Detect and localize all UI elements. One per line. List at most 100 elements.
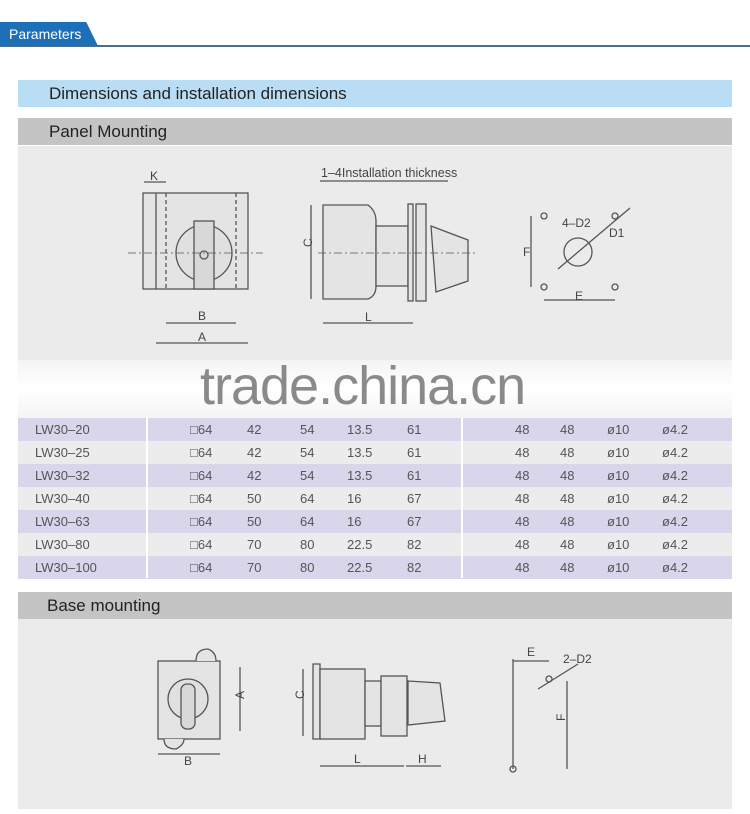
table-row: LW30–100 □64 70 80 22.5 82 48 48 ø10 ø4.2 [18,556,732,579]
value-cell: 61 [407,468,422,483]
value-cell: ø10 [607,491,630,506]
model-cell: LW30–100 [35,560,97,575]
value-cell: 82 [407,560,422,575]
value-cell: 54 [300,445,315,460]
dim-label-l: L [354,752,361,766]
column-separator [146,418,148,578]
dim-label-h: H [418,752,427,766]
dim-label-f: F [554,714,568,721]
dim-label-e: E [527,645,535,659]
value-cell: □64 [190,537,213,552]
value-cell: 80 [300,537,315,552]
value-cell: 64 [300,491,315,506]
value-cell: ø4.2 [662,514,689,529]
value-cell: ø4.2 [662,468,689,483]
value-cell: 48 [515,514,530,529]
value-cell: 48 [515,560,530,575]
value-cell: 64 [300,514,315,529]
value-cell: □64 [190,560,213,575]
value-cell: 48 [560,560,575,575]
model-cell: LW30–25 [35,445,90,460]
value-cell: 48 [515,491,530,506]
value-cell: 67 [407,491,422,506]
value-cell: ø4.2 [662,445,689,460]
value-cell: ø4.2 [662,491,689,506]
value-cell: 50 [247,491,262,506]
section-title-panel-mounting: Panel Mounting [18,118,732,145]
value-cell: 67 [407,514,422,529]
dim-label-c: C [293,690,307,699]
model-cell: LW30–63 [35,514,90,529]
value-cell: 70 [247,537,262,552]
value-cell: ø4.2 [662,560,689,575]
value-cell: ø10 [607,468,630,483]
value-cell: 16 [347,491,362,506]
dim-label-a: A [233,691,247,699]
value-cell: 80 [300,560,315,575]
value-cell: 13.5 [347,422,373,437]
value-cell: □64 [190,514,213,529]
base-mounting-diagram: A B C L H E 2–D2 F [18,619,732,809]
value-cell: 13.5 [347,468,373,483]
value-cell: □64 [190,422,213,437]
dim-label-2d2: 2–D2 [563,652,592,666]
dim-label-b: B [184,754,192,768]
value-cell: 48 [560,514,575,529]
value-cell: 50 [247,514,262,529]
value-cell: 48 [515,468,530,483]
value-cell: 61 [407,445,422,460]
model-cell: LW30–32 [35,468,90,483]
model-cell: LW30–20 [35,422,90,437]
dim-label-c: C [301,238,315,247]
dim-label-4d2: 4–D2 [562,216,591,230]
value-cell: 82 [407,537,422,552]
watermark-band [18,360,732,418]
value-cell: ø10 [607,514,630,529]
dim-label-l: L [365,310,372,324]
value-cell: 22.5 [347,537,373,552]
value-cell: 13.5 [347,445,373,460]
dim-label-b: B [198,309,206,323]
tab-bar: Parameters [0,22,750,47]
value-cell: 22.5 [347,560,373,575]
value-cell: ø10 [607,445,630,460]
tab-parameters[interactable]: Parameters [0,22,98,46]
value-cell: 48 [560,491,575,506]
model-cell: LW30–80 [35,537,90,552]
value-cell: 61 [407,422,422,437]
value-cell: 54 [300,422,315,437]
value-cell: ø4.2 [662,422,689,437]
value-cell: 48 [560,445,575,460]
value-cell: 70 [247,560,262,575]
value-cell: 48 [515,537,530,552]
dim-label-e: E [575,289,583,303]
value-cell: □64 [190,468,213,483]
value-cell: 42 [247,445,262,460]
value-cell: 48 [515,445,530,460]
installation-thickness-label: 1–4Installation thickness [321,166,457,180]
value-cell: ø4.2 [662,537,689,552]
value-cell: 48 [515,422,530,437]
model-cell: LW30–40 [35,491,90,506]
value-cell: □64 [190,445,213,460]
value-cell: ø10 [607,560,630,575]
value-cell: ø10 [607,422,630,437]
section-title-dimensions: Dimensions and installation dimensions [18,80,732,107]
value-cell: ø10 [607,537,630,552]
value-cell: 48 [560,468,575,483]
value-cell: 48 [560,537,575,552]
value-cell: □64 [190,491,213,506]
watermark: trade.china.cn [200,356,526,416]
table-row: LW30–40 □64 50 64 16 67 48 48 ø10 ø4.2 [18,487,732,510]
value-cell: 42 [247,468,262,483]
dim-label-a: A [198,330,206,344]
table-row: LW30–80 □64 70 80 22.5 82 48 48 ø10 ø4.2 [18,533,732,556]
dim-label-f: F [523,245,530,259]
section-title-base-mounting: Base mounting [18,592,732,619]
dim-label-k: K [150,169,158,183]
table-row: LW30–25 □64 42 54 13.5 61 48 48 ø10 ø4.2 [18,441,732,464]
